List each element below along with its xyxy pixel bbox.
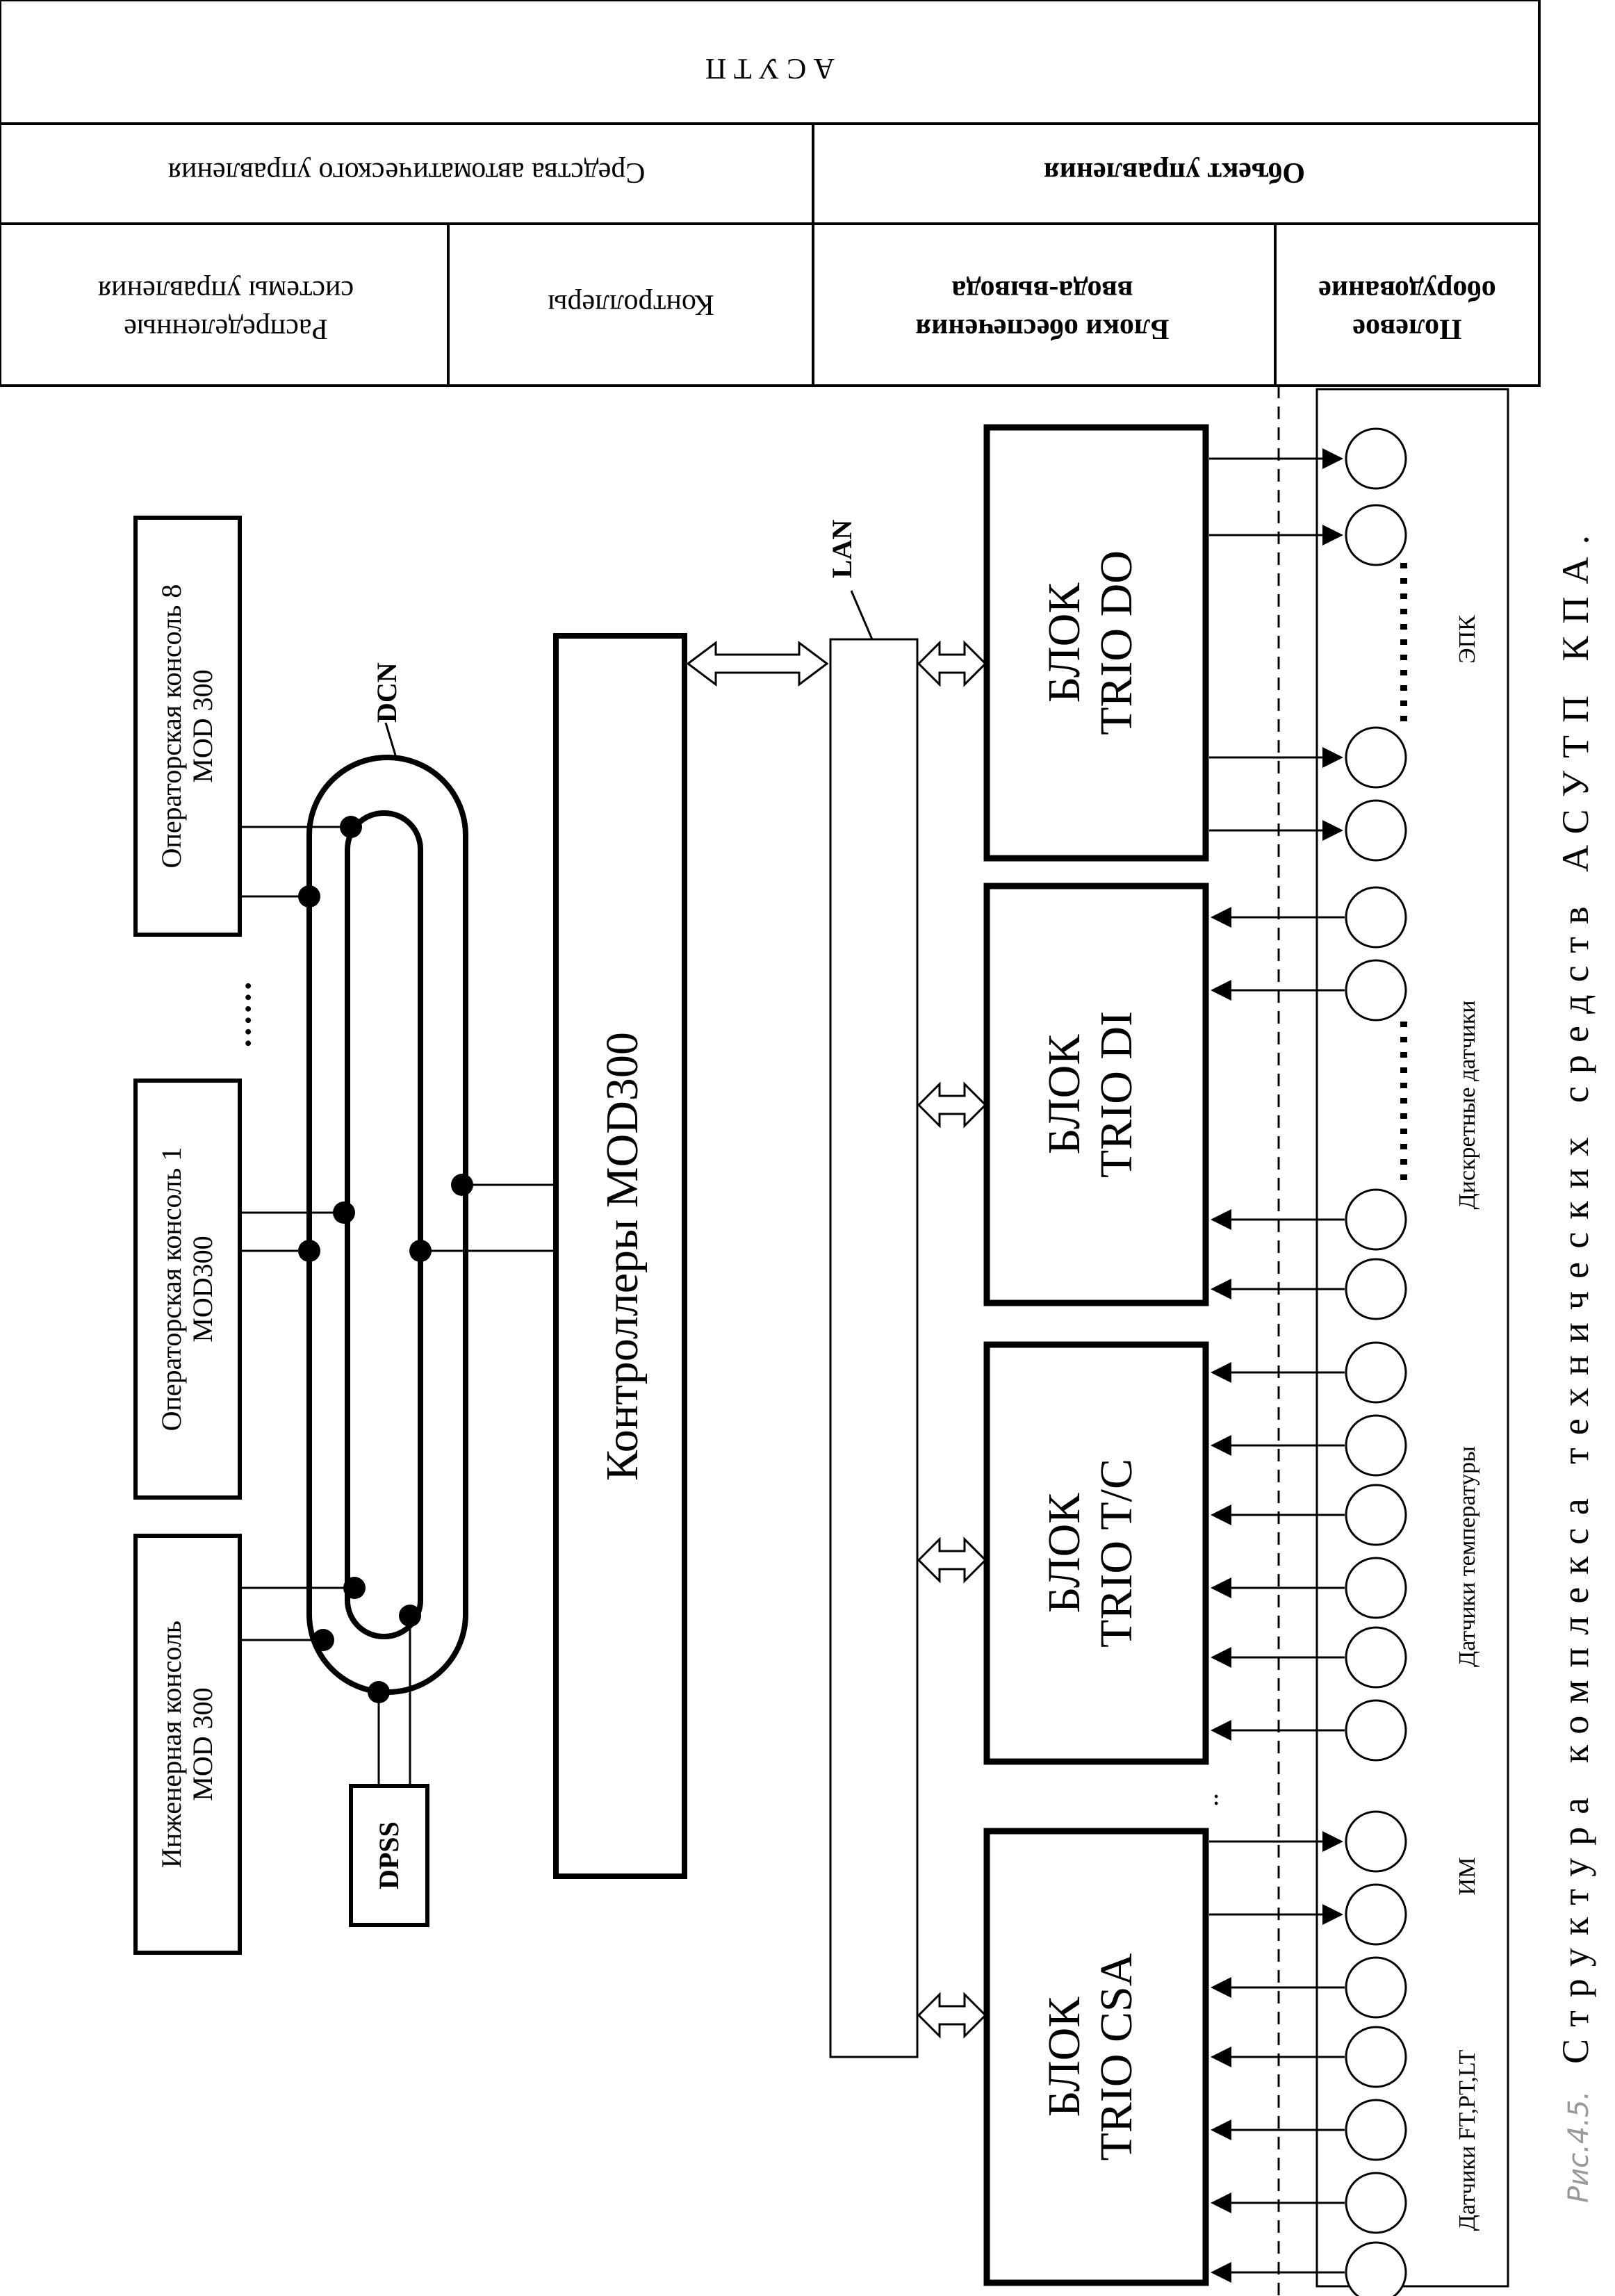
svg-text:MOD 300: MOD 300 xyxy=(187,669,218,782)
io-block-di: БЛОК TRIO DI xyxy=(983,883,1209,1306)
do-output-arrows xyxy=(1209,448,1343,841)
svg-text:MOD300: MOD300 xyxy=(187,1236,218,1342)
svg-text:TRIO DI: TRIO DI xyxy=(1091,1011,1142,1178)
svg-text:Операторская консоль 8: Операторская консоль 8 xyxy=(156,584,187,869)
ring-nodes xyxy=(298,816,473,1703)
header-col-dcs-2: системы управления xyxy=(98,274,354,306)
csa-arrows xyxy=(1209,1831,1345,2283)
svg-text:Операторская консоль 1: Операторская консоль 1 xyxy=(156,1147,187,1432)
svg-text:БЛОК: БЛОК xyxy=(1039,1493,1090,1614)
svg-text:MOD 300: MOD 300 xyxy=(187,1687,218,1801)
header-col-field-2: оборудование xyxy=(1318,274,1496,306)
header-group-means: Средства автоматического управления xyxy=(168,156,646,188)
label-discrete: Дискретные датчики xyxy=(1454,1001,1480,1210)
header-col-io-1: Блоки обеспечения xyxy=(915,313,1169,345)
io-block-csa: БЛОК TRIO CSA xyxy=(983,1828,1209,2286)
svg-text:БЛОК: БЛОК xyxy=(1039,1034,1090,1155)
tc-input-arrows xyxy=(1211,1362,1345,1741)
svg-text:Контроллеры MOD300: Контроллеры MOD300 xyxy=(597,1032,648,1481)
svg-text:TRIO CSA: TRIO CSA xyxy=(1091,1953,1142,2160)
caption: Рис.4.5. Структура комплекса технических… xyxy=(1555,523,1596,2203)
dcn-ring: DCN xyxy=(306,662,468,1695)
caption-text: Структура комплекса технических средств … xyxy=(1555,523,1596,2064)
field-panel xyxy=(1315,388,1509,2288)
ring-controller-links xyxy=(420,1183,556,1252)
label-temp: Датчики температуры xyxy=(1454,1446,1480,1667)
consoles-ellipsis: ...... xyxy=(210,981,261,1049)
dpss-label: DPSS xyxy=(373,1821,404,1889)
field-devices xyxy=(1345,427,1407,2296)
caption-number: Рис.4.5. xyxy=(1563,2091,1595,2203)
console-operator-8: Операторская консоль 8 MOD 300 xyxy=(133,516,242,937)
svg-text:БЛОК: БЛОК xyxy=(1039,582,1090,703)
svg-text:TRIO T/C: TRIO T/C xyxy=(1091,1459,1142,1648)
console-operator-1: Операторская консоль 1 MOD300 xyxy=(133,1079,242,1500)
console-engineering: Инженерная консоль MOD 300 xyxy=(133,1534,242,1955)
header-group-object: Объект управления xyxy=(1044,156,1305,188)
lan-label: LAN xyxy=(826,520,858,579)
header-col-dcs-1: Распределенные xyxy=(124,313,328,345)
csa-ellipsis: .. xyxy=(1192,1793,1224,1807)
dpss-block: DPSS xyxy=(349,1616,429,1927)
io-block-do: БЛОК TRIO DO xyxy=(983,424,1209,862)
header-col-io-2: ввода-вывода xyxy=(951,274,1133,306)
controllers-lan-arrow xyxy=(686,641,829,687)
svg-text:TRIO DO: TRIO DO xyxy=(1091,550,1142,735)
header-col-field-1: Полевое xyxy=(1352,313,1461,345)
lan-io-arrows xyxy=(917,640,987,2039)
di-input-arrows xyxy=(1211,907,1345,1299)
header-top: А С У Т П xyxy=(705,52,835,84)
label-epk: ЭПК xyxy=(1454,615,1480,664)
svg-text:Инженерная консоль: Инженерная консоль xyxy=(156,1621,187,1868)
svg-text:БЛОК: БЛОК xyxy=(1039,1996,1090,2117)
lan-bus: LAN xyxy=(826,520,919,2058)
dcn-label: DCN xyxy=(371,662,402,723)
label-im: ИМ xyxy=(1454,1858,1480,1896)
console-links xyxy=(240,826,354,1641)
label-ft: Датчики FT,PT,LT xyxy=(1454,2050,1480,2231)
header-table: А С У Т П Средства автоматического управ… xyxy=(0,0,1541,387)
controllers-block: Контроллеры MOD300 xyxy=(553,633,687,1879)
io-block-tc: БЛОК TRIO T/C xyxy=(983,1341,1209,1765)
header-col-controllers: Контроллеры xyxy=(548,288,714,320)
